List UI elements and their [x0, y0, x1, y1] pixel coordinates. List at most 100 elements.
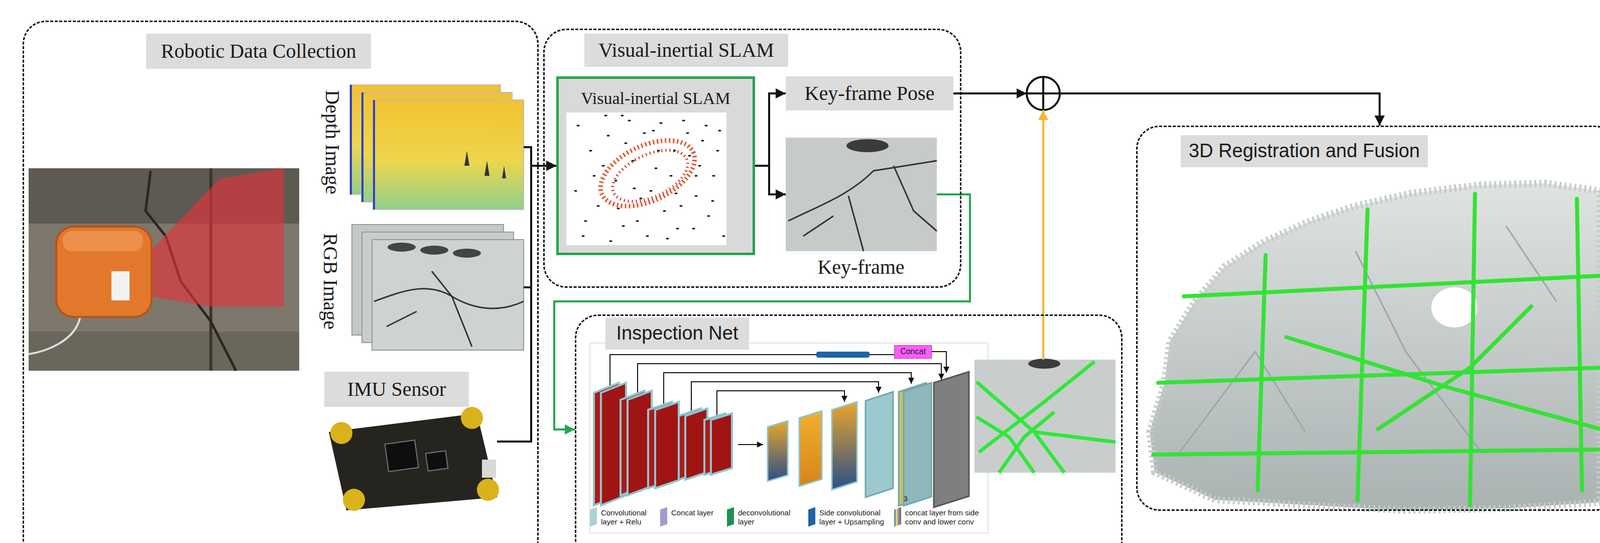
- chip: [425, 450, 448, 471]
- legend-item: concat layer from side conv and lower co…: [905, 508, 991, 527]
- photo-ground: [28, 168, 300, 371]
- deconv-block: [799, 410, 822, 486]
- legend-swatch: [894, 506, 902, 527]
- depth-spikes: [464, 150, 507, 179]
- callout-number: 3: [903, 494, 908, 503]
- legend-text: Side convolutional layer + Upsampling: [819, 508, 895, 527]
- module-box: Visual-inertial SLAM: [556, 76, 756, 256]
- crack-mask: [976, 361, 1116, 473]
- legend-text: concat layer from side conv and lower co…: [905, 508, 991, 527]
- legend-text: Concat layer: [671, 508, 722, 518]
- rgb-cracks: [374, 271, 524, 347]
- point-cloud: [1149, 183, 1600, 511]
- robot-cable: [28, 316, 81, 354]
- connector-line: [523, 147, 557, 166]
- mount-hole: [476, 478, 500, 501]
- node-label: Key-frame Pose: [804, 81, 935, 105]
- group-panel: Robotic Data CollectionDepth ImageRGB Im…: [22, 20, 539, 543]
- cloud-surface: [1149, 183, 1600, 511]
- connector-line: [523, 165, 557, 288]
- node-label: IMU Sensor: [324, 371, 470, 407]
- imu-board: [328, 406, 500, 511]
- sensor-fan: [151, 168, 284, 307]
- image-stack: Depth Image: [321, 84, 524, 210]
- rgb-stack: [351, 224, 524, 350]
- connector: [755, 165, 786, 195]
- conv-block: [710, 413, 732, 475]
- connector: [497, 165, 557, 442]
- deconv-block: [767, 420, 788, 481]
- image-figure: Key-frame: [785, 137, 937, 279]
- legend-item: Concat layer: [671, 508, 722, 518]
- sum-cross: [1026, 76, 1060, 110]
- crack-output: [974, 314, 1116, 473]
- rgb-frame: [372, 239, 524, 350]
- node-label: Visual-inertial SLAM: [584, 33, 789, 67]
- cracks: [788, 160, 937, 252]
- manhole: [1028, 358, 1061, 369]
- keyframe-image: [785, 137, 937, 252]
- connector: [523, 165, 557, 288]
- group-panel: 3D Registration and Fusion: [1136, 125, 1600, 511]
- map-points: [574, 115, 725, 241]
- manhole: [846, 139, 889, 153]
- connector-line: [755, 165, 786, 195]
- concat-block: [903, 382, 932, 506]
- output-block: [933, 371, 969, 508]
- legend-swatch: [726, 506, 734, 527]
- node-label: Visual-inertial SLAM: [580, 88, 730, 108]
- mount-hole: [460, 406, 483, 429]
- robot-body: [56, 226, 152, 317]
- trajectory: [590, 127, 705, 220]
- connector-line: [1059, 93, 1380, 126]
- connector-line: [755, 93, 786, 166]
- node-label: 3D Registration and Fusion: [1180, 135, 1428, 168]
- connector-line: [554, 194, 970, 430]
- conv-block: [655, 401, 679, 488]
- node-label: Robotic Data Collection: [146, 33, 372, 69]
- cloud-hole: [1431, 287, 1478, 328]
- crack-lines: [1153, 193, 1600, 506]
- legend-item: deconvolutional layer: [737, 508, 801, 527]
- legend-swatch: [660, 506, 668, 527]
- output-lead: [1042, 314, 1045, 360]
- plot-area: [566, 112, 727, 245]
- network-figure: [589, 342, 989, 533]
- connector-line: [1042, 109, 1045, 315]
- usb-port: [481, 459, 497, 478]
- connector: [755, 93, 786, 166]
- legend-item: Convolutional layer + Relu: [600, 508, 656, 527]
- flow-arrow: [737, 443, 764, 445]
- image-stack: RGB Image: [319, 224, 524, 350]
- connector: [554, 194, 970, 430]
- skip-line: [716, 390, 845, 416]
- legend-swatch: [589, 506, 597, 527]
- group-panel: Visual-inertial SLAM Visual-inertial SLAM…: [543, 28, 962, 288]
- robot-highlight: [62, 230, 144, 252]
- deconv-block: [831, 401, 857, 490]
- node-label: RGB Image: [318, 232, 342, 330]
- depth-frame: [373, 99, 524, 210]
- legend-swatch: [808, 506, 816, 527]
- legend-text: deconvolutional layer: [737, 508, 801, 527]
- sum-symbol: [1026, 76, 1060, 110]
- sensor-figure: IMU Sensor: [318, 372, 498, 511]
- concat-box: Concat: [894, 344, 932, 359]
- connector-line: [953, 92, 1027, 95]
- label-holder: 3: [903, 494, 908, 504]
- robot-photo: [28, 168, 300, 371]
- connector-line: [497, 165, 557, 442]
- node-label: Inspection Net: [605, 317, 750, 350]
- connector: [523, 147, 557, 166]
- connector: [953, 93, 1380, 126]
- depth-stack: [349, 84, 524, 210]
- node-label: Depth Image: [320, 89, 344, 195]
- legend-item: Side convolutional layer + Upsampling: [819, 508, 895, 527]
- depth-edge: [350, 84, 375, 210]
- node-label: Concat: [900, 346, 926, 356]
- connector-line: [1059, 93, 1380, 126]
- mount-hole: [342, 488, 365, 511]
- node-label: Key-frame: [817, 255, 905, 279]
- figure-panel: [589, 342, 989, 533]
- skip-line: [637, 363, 942, 395]
